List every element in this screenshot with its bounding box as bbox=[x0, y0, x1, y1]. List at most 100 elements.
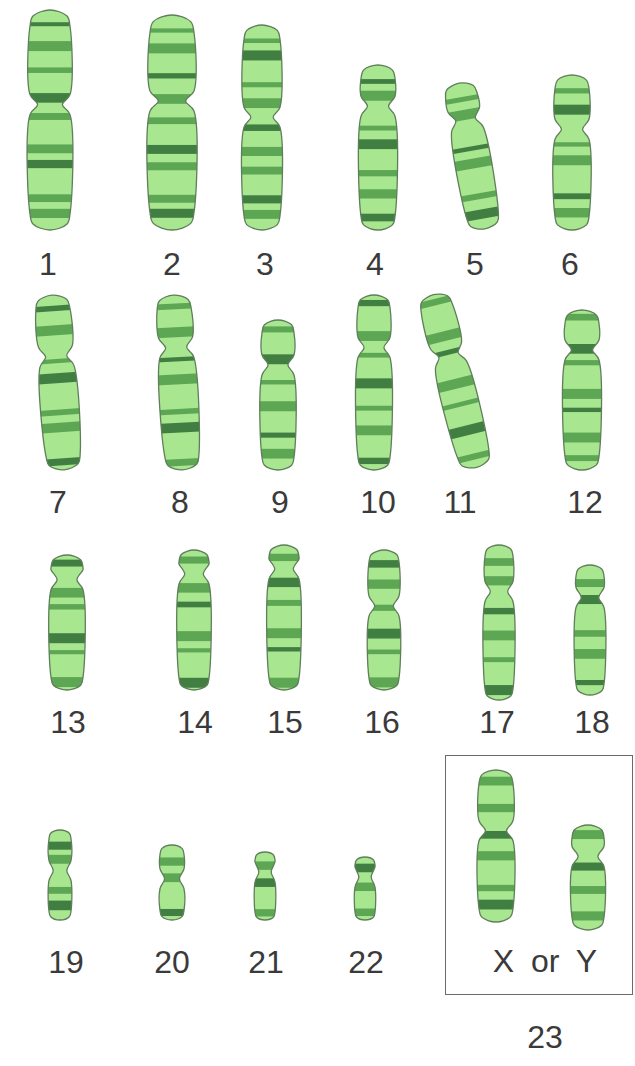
chromosome-band bbox=[35, 633, 99, 643]
chromosome-outline bbox=[254, 852, 276, 920]
chromosome-bands bbox=[430, 91, 514, 224]
chromosome-bands bbox=[19, 303, 98, 467]
chromosome-band bbox=[146, 421, 214, 434]
chromosome-bands bbox=[403, 291, 505, 467]
chromosome-bands bbox=[345, 864, 385, 916]
chromosome-band bbox=[429, 394, 492, 414]
chromosome-number: 20 bbox=[137, 946, 207, 978]
chromosome-band bbox=[35, 588, 99, 598]
chromosome-outline bbox=[358, 65, 397, 230]
chromosome-bands bbox=[556, 830, 620, 920]
chromosome-band bbox=[254, 628, 314, 638]
chromosome-band bbox=[10, 194, 90, 202]
chromosome-number: 16 bbox=[347, 706, 417, 738]
chromosome-band bbox=[128, 28, 216, 32]
chromosome-band bbox=[245, 861, 285, 869]
chromosome-outline bbox=[483, 545, 515, 700]
chromosome-band bbox=[254, 554, 314, 561]
chromosome-band bbox=[439, 141, 503, 157]
chromosome-outline bbox=[154, 294, 202, 471]
chromosome-bands bbox=[538, 88, 606, 217]
chromosome bbox=[164, 550, 224, 690]
sex-chromosome-box: X or Y23 bbox=[445, 755, 633, 995]
chromosome-band bbox=[538, 193, 606, 199]
chromosome-band bbox=[354, 605, 414, 611]
chromosome-outline bbox=[241, 25, 282, 230]
chromosome-band bbox=[447, 188, 511, 205]
chromosome-band bbox=[29, 456, 97, 468]
chromosome-band bbox=[226, 50, 298, 60]
chromosome-band bbox=[35, 677, 99, 687]
chromosome-bands bbox=[548, 314, 616, 461]
chromosome bbox=[148, 845, 196, 920]
chromosome-band bbox=[38, 901, 82, 911]
chromosome-outline bbox=[441, 80, 503, 232]
chromosome-band bbox=[556, 886, 620, 894]
chromosome-band bbox=[38, 855, 82, 864]
chromosome-band bbox=[164, 631, 224, 641]
chromosome-number: 13 bbox=[33, 706, 103, 738]
chromosome-band bbox=[10, 113, 90, 120]
chromosome-band bbox=[342, 353, 406, 358]
chromosome-band bbox=[254, 647, 314, 651]
chromosome-band bbox=[562, 595, 618, 604]
chromosome bbox=[548, 310, 616, 470]
chromosome-band bbox=[145, 407, 213, 416]
chromosome-band bbox=[254, 600, 314, 606]
chromosome-band bbox=[462, 831, 530, 839]
chromosome-band bbox=[342, 331, 406, 341]
chromosome-band bbox=[164, 556, 224, 563]
chromosome bbox=[35, 555, 99, 690]
chromosome-band bbox=[538, 105, 606, 115]
chromosome-body bbox=[416, 290, 495, 472]
chromosome bbox=[246, 320, 310, 470]
chromosome-number: 21 bbox=[231, 946, 301, 978]
chromosome-number: 14 bbox=[160, 706, 230, 738]
chromosome-band bbox=[164, 648, 224, 652]
chromosome-bands bbox=[226, 38, 298, 218]
chromosome-band bbox=[471, 631, 527, 641]
chromosome-number: 2 bbox=[137, 248, 207, 280]
chromosome-band bbox=[22, 357, 90, 366]
chromosome-band bbox=[345, 909, 385, 916]
chromosome-bands bbox=[10, 22, 90, 218]
chromosome-band bbox=[354, 629, 414, 639]
chromosome-body bbox=[553, 75, 591, 230]
chromosome-band bbox=[538, 155, 606, 165]
chromosome-band bbox=[342, 406, 406, 411]
chromosome-body bbox=[159, 845, 185, 920]
chromosome bbox=[139, 293, 216, 471]
chromosome-band bbox=[19, 303, 87, 313]
chromosome-outline bbox=[48, 830, 72, 920]
chromosome-band bbox=[246, 354, 310, 364]
chromosome-outline bbox=[267, 545, 302, 690]
chromosome-bands bbox=[344, 79, 412, 221]
chromosome bbox=[226, 25, 298, 230]
chromosome-band bbox=[412, 324, 476, 349]
chromosome-band bbox=[148, 909, 196, 916]
chromosome-band bbox=[20, 323, 89, 338]
chromosome-body bbox=[483, 545, 515, 700]
chromosome-band bbox=[345, 864, 385, 873]
chromosome-band bbox=[226, 82, 298, 87]
chromosome-number: 22 bbox=[331, 946, 401, 978]
chromosome-band bbox=[342, 458, 406, 464]
chromosome-band bbox=[430, 91, 494, 107]
chromosome-bands bbox=[128, 28, 216, 217]
chromosome-band bbox=[10, 67, 90, 73]
chromosome-number: 6 bbox=[535, 248, 605, 280]
chromosome bbox=[354, 550, 414, 690]
chromosome-band bbox=[462, 804, 530, 812]
chromosome-band bbox=[354, 677, 414, 687]
chromosome-band bbox=[548, 455, 616, 461]
chromosome-band bbox=[226, 98, 298, 108]
chromosome-band bbox=[128, 73, 216, 78]
chromosome-bands bbox=[562, 579, 618, 685]
chromosome-bands bbox=[148, 857, 196, 916]
chromosome-bands bbox=[35, 560, 99, 687]
chromosome-band bbox=[556, 911, 620, 920]
chromosome-band bbox=[471, 685, 527, 695]
chromosome-band bbox=[128, 145, 216, 154]
